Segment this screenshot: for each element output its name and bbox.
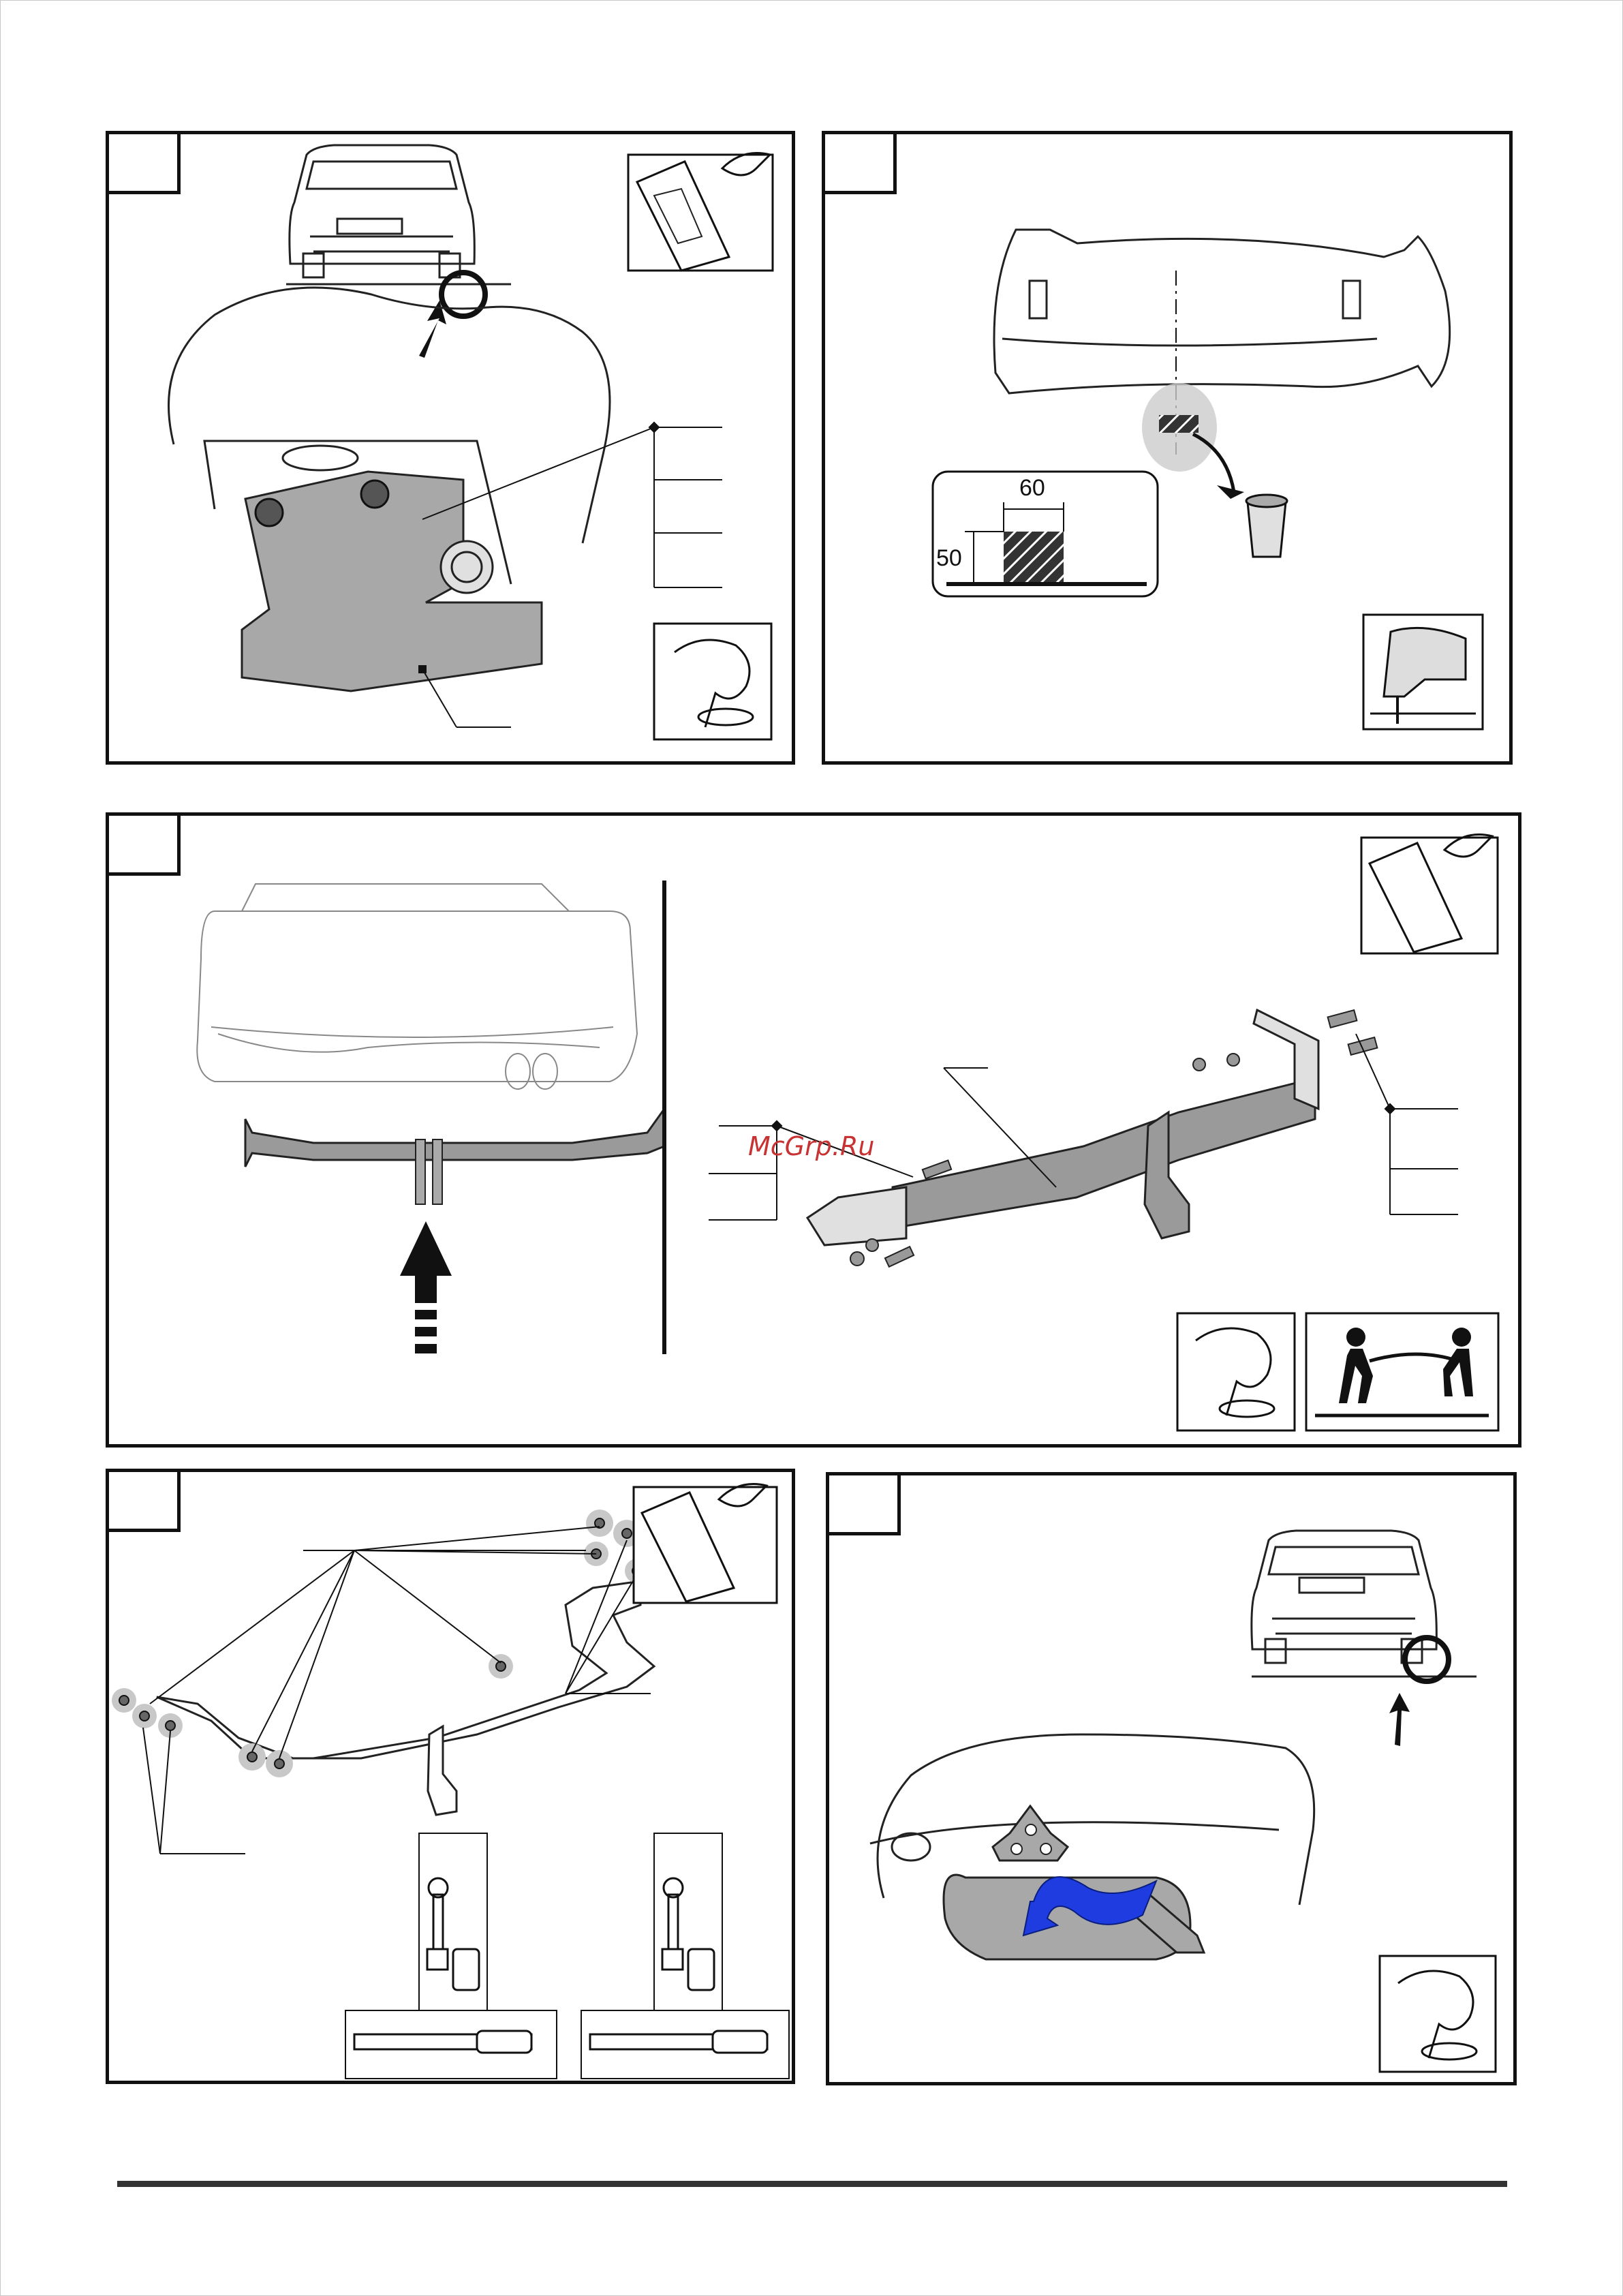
exhaust-highlight: [442, 273, 485, 316]
car-rear-view: [1252, 1531, 1477, 1677]
hand-tighten-icon: [1380, 1956, 1496, 2072]
towing-eye: [441, 541, 493, 593]
push-arrow-icon: [400, 1221, 452, 1353]
step-4-panel: [106, 1469, 795, 2084]
bolts: [119, 1518, 642, 1769]
bolt-right: [361, 480, 388, 508]
step-1-illustration: [109, 134, 792, 761]
car-lift-icon: [628, 153, 773, 271]
cutout-width-label: 60: [1019, 475, 1045, 501]
step-5-panel: [826, 1472, 1517, 2085]
cut-zone-hatch: [1159, 415, 1199, 433]
bracket-part: [242, 472, 542, 691]
towbar-assembly: [893, 1078, 1315, 1228]
leader-lines: [143, 1527, 651, 1854]
torque-wrench-icon-2: [581, 1833, 789, 2079]
watermark: McGrp.Ru: [748, 1131, 874, 1161]
step-5-illustration: [829, 1475, 1513, 2082]
crossbar-part: [245, 1109, 664, 1167]
hitch-plate-right: [433, 1139, 442, 1204]
step-3-illustration: [109, 816, 1518, 1444]
torque-wrench-icon: [345, 1833, 557, 2079]
car-rear-outline: [197, 884, 637, 1089]
hitch-plate-left: [416, 1139, 425, 1204]
step-3-panel: [106, 812, 1521, 1448]
cutout-dimension-detail: 60 50: [933, 472, 1158, 596]
rubber-hanger: [993, 1806, 1068, 1861]
exhaust-highlight: [1405, 1638, 1449, 1681]
step-2-panel: 60 50: [822, 131, 1513, 765]
rear-bumper: [994, 230, 1450, 393]
two-person-lift-icon: [1306, 1313, 1498, 1430]
hand-tighten-icon: [1177, 1313, 1295, 1430]
pointer-arrow: [1389, 1693, 1410, 1746]
step-2-illustration: 60 50: [825, 134, 1509, 761]
bracket-left: [807, 1187, 906, 1245]
hand-tighten-icon: [654, 624, 771, 739]
car-lift-icon: [1361, 835, 1498, 954]
bolt-left: [256, 499, 283, 526]
cutout-height-label: 50: [936, 545, 962, 571]
car-lift-icon: [634, 1484, 777, 1604]
pointer-arrow: [419, 301, 446, 358]
step-1-panel: [106, 131, 795, 765]
jigsaw-icon: [1363, 615, 1483, 729]
step-4-illustration: [109, 1472, 792, 2081]
footer-rule: [117, 2181, 1507, 2187]
bolt-highlights: [112, 1510, 649, 1777]
car-rear-view: [286, 145, 511, 284]
